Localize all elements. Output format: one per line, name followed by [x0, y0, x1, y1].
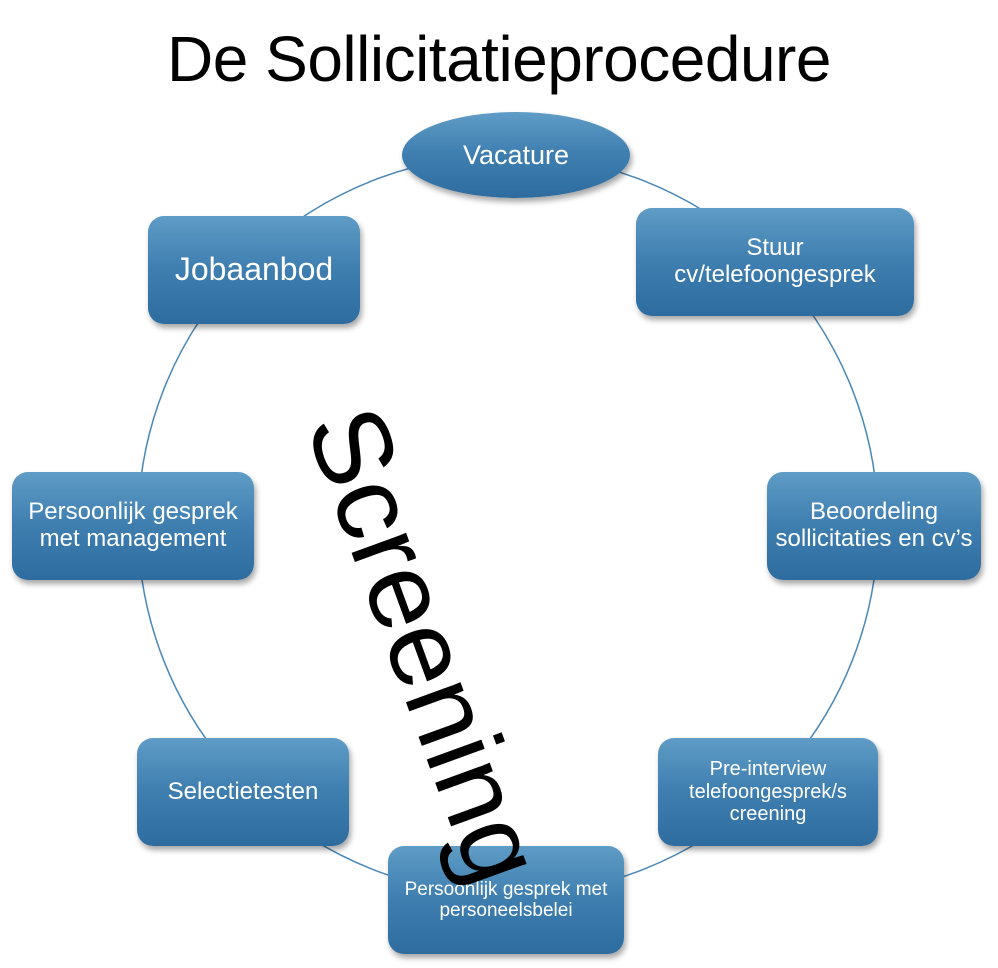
node-vacature-label: Vacature [462, 139, 570, 170]
node-persoonlijk-management-label: Persoonlijk gesprek met management [28, 498, 238, 552]
node-persoonlijk-management: Persoonlijk gesprek met management [12, 472, 254, 580]
node-beoordeling: Beoordeling sollicitaties en cv’s [767, 472, 981, 580]
node-jobaanbod: Jobaanbod [148, 216, 360, 324]
node-pre-interview: Pre-interview telefoongesprek/s creening [658, 738, 878, 846]
node-stuur-cv: Stuur cv/telefoongesprek [636, 208, 914, 316]
node-persoonlijk-personeel: Persoonlijk gesprek met personeelsbelei [388, 846, 624, 954]
node-selectietesten: Selectietesten [137, 738, 349, 846]
node-selectietesten-label: Selectietesten [167, 777, 319, 805]
node-stuur-cv-label: Stuur cv/telefoongesprek [674, 234, 876, 288]
node-pre-interview-label: Pre-interview telefoongesprek/s creening [689, 758, 847, 826]
node-beoordeling-label: Beoordeling sollicitaties en cv’s [775, 498, 973, 552]
node-persoonlijk-personeel-label: Persoonlijk gesprek met personeelsbelei [404, 878, 608, 921]
page-title: De Sollicitatieprocedure [167, 23, 831, 95]
node-vacature: Vacature [402, 112, 630, 198]
node-jobaanbod-label: Jobaanbod [174, 251, 334, 288]
